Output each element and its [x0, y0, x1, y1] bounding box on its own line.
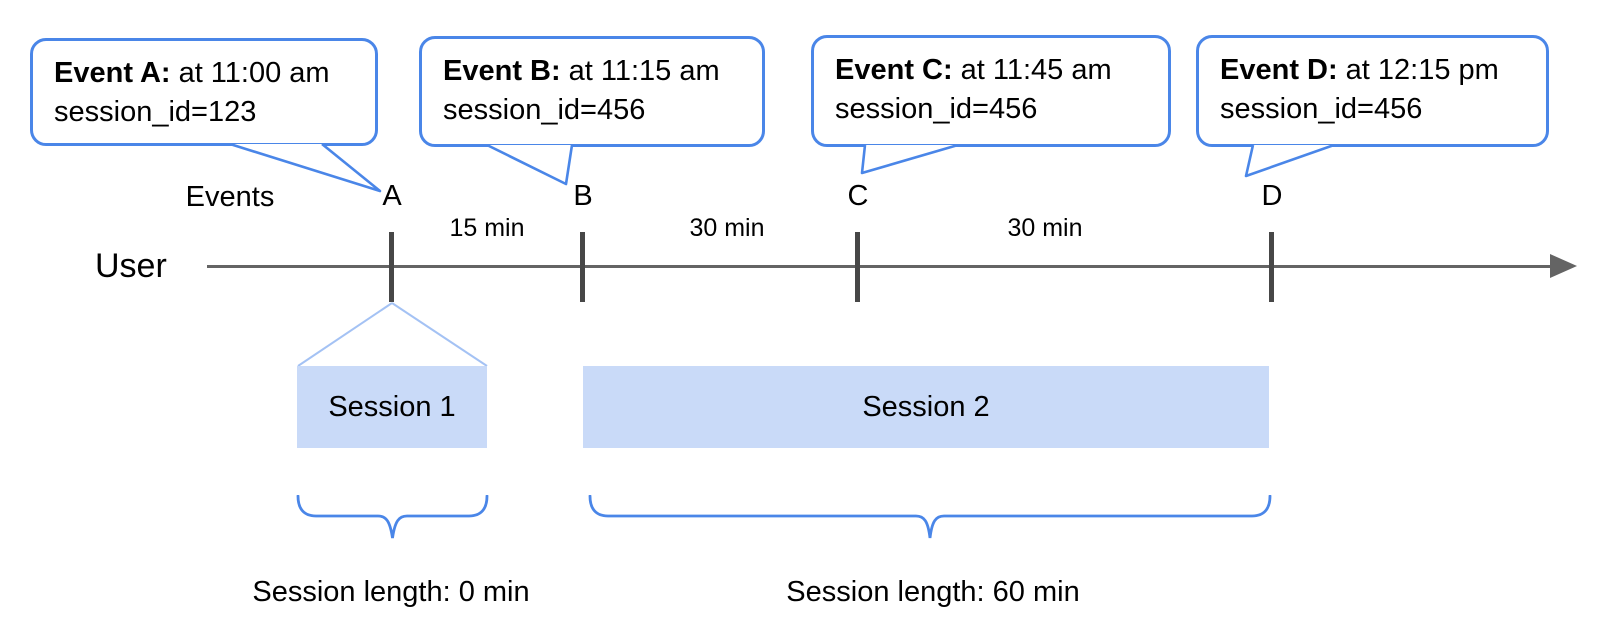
- session-2-length-label: Session length: 60 min: [786, 576, 1080, 608]
- bubble-title: Event C:: [835, 54, 953, 86]
- bubble-line-1: Event D:at 12:15 pm: [1220, 51, 1538, 90]
- timeline-arrowhead-icon: [1550, 254, 1577, 278]
- event-letter-d: D: [1261, 180, 1283, 212]
- speech-tail-b: [486, 144, 574, 186]
- session-1-label: Session 1: [328, 390, 456, 423]
- bubble-time: at 11:00 am: [178, 57, 330, 89]
- bubble-session-id: session_id=456: [443, 94, 646, 126]
- speech-tail-d: [1244, 144, 1335, 178]
- session-2-box: Session 2: [583, 366, 1269, 448]
- user-label: User: [95, 247, 167, 285]
- bubble-title: Event B:: [443, 55, 561, 87]
- bubble-title: Event A:: [54, 57, 171, 89]
- funnel-connector: [297, 302, 488, 367]
- session-1-length-label: Session length: 0 min: [252, 576, 530, 608]
- brace-session-1: [296, 495, 489, 539]
- event-letter-a: A: [382, 180, 402, 212]
- bubble-session-id: session_id=123: [54, 96, 257, 128]
- event-bubble-b: Event B:at 11:15 am session_id=456: [419, 36, 765, 147]
- bubble-session-id: session_id=456: [1220, 93, 1423, 125]
- speech-tail-c: [860, 144, 959, 175]
- interval-label-a-b: 15 min: [449, 214, 525, 242]
- bubble-time: at 12:15 pm: [1345, 54, 1499, 86]
- interval-label-c-d: 30 min: [1007, 214, 1083, 242]
- event-bubble-a: Event A:at 11:00 am session_id=123: [30, 38, 378, 146]
- bubble-line-1: Event C:at 11:45 am: [835, 51, 1160, 90]
- timeline-axis: [207, 265, 1556, 268]
- event-tick-a: [389, 232, 394, 302]
- session-2-label: Session 2: [862, 390, 990, 423]
- event-bubble-c: Event C:at 11:45 am session_id=456: [811, 35, 1171, 147]
- bubble-time: at 11:45 am: [960, 54, 1112, 86]
- interval-label-b-c: 30 min: [689, 214, 765, 242]
- event-tick-d: [1269, 232, 1274, 302]
- session-1-box: Session 1: [297, 366, 487, 448]
- event-letter-b: B: [573, 180, 593, 212]
- bubble-time: at 11:15 am: [568, 55, 720, 87]
- brace-session-2: [588, 495, 1272, 539]
- bubble-line-1: Event A:at 11:00 am: [54, 54, 367, 93]
- event-letter-c: C: [847, 180, 869, 212]
- bubble-title: Event D:: [1220, 54, 1338, 86]
- event-tick-b: [580, 232, 585, 302]
- bubble-session-id: session_id=456: [835, 93, 1038, 125]
- event-tick-c: [855, 232, 860, 302]
- events-label: Events: [185, 181, 275, 213]
- speech-tail-a: [229, 143, 382, 193]
- event-bubble-d: Event D:at 12:15 pm session_id=456: [1196, 35, 1549, 147]
- bubble-line-1: Event B:at 11:15 am: [443, 52, 754, 91]
